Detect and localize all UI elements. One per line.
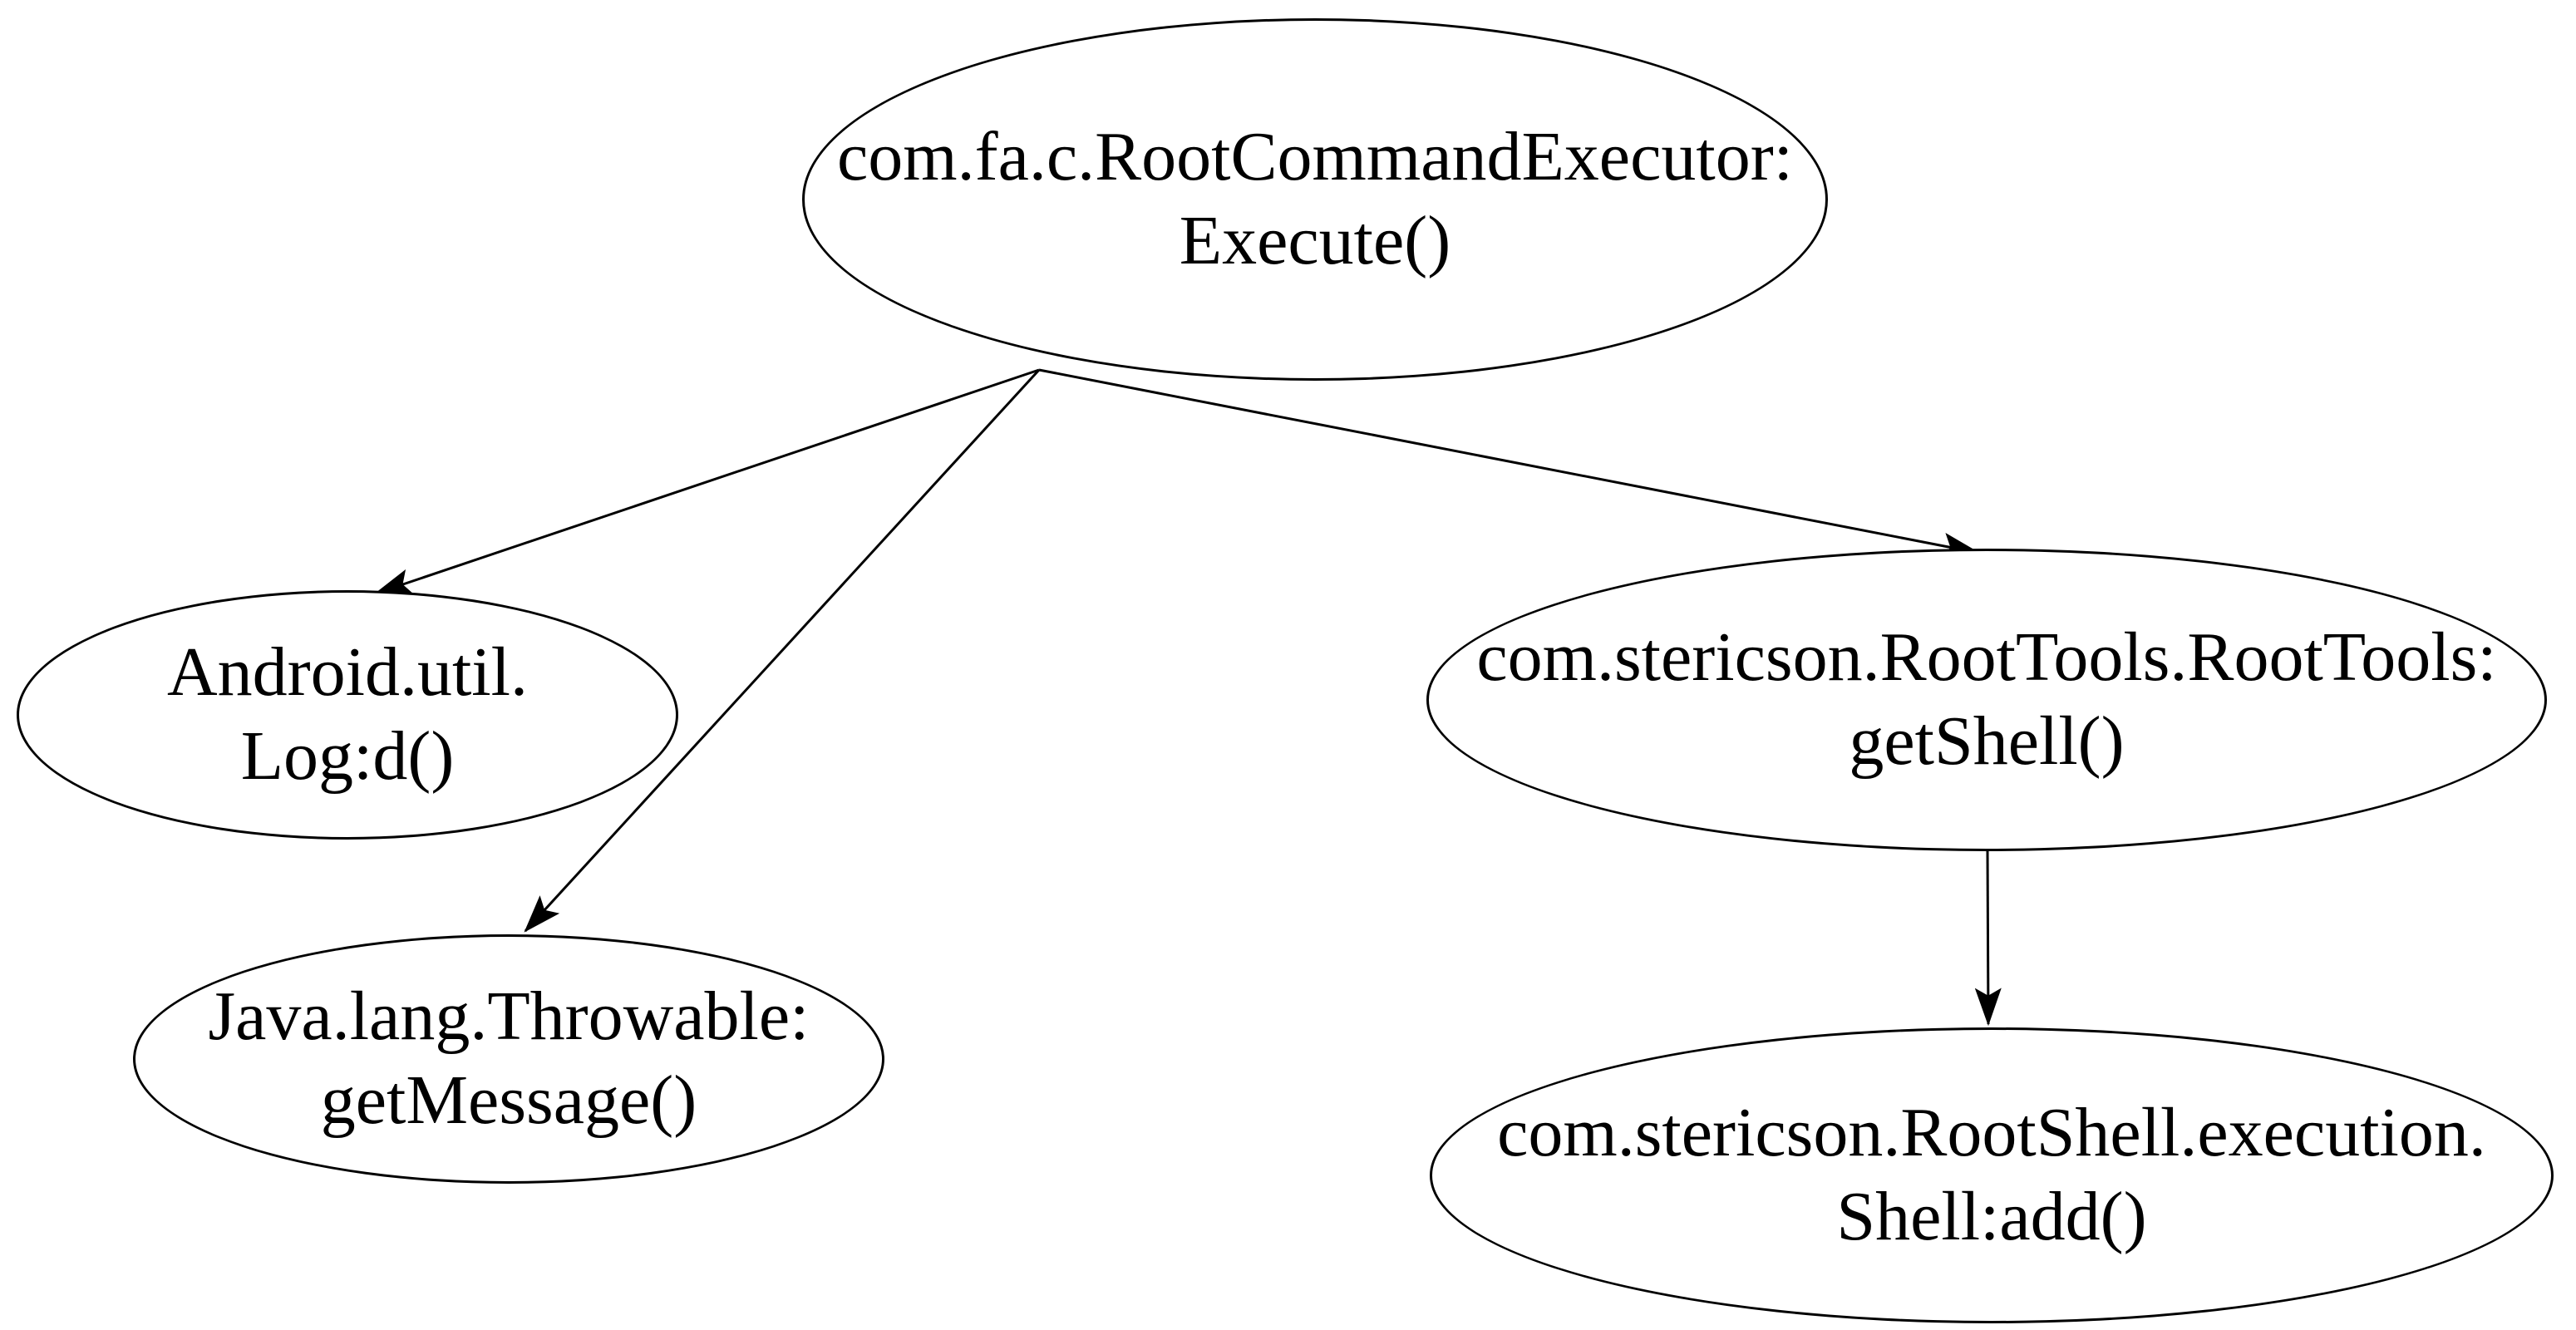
node-java-lang-throwable-method: getMessage(): [320, 1062, 697, 1139]
node-root-command-executor-label: com.fa.c.RootCommandExecutor: Execute(): [837, 116, 1793, 283]
node-rootshell-add-class: com.stericson.RootShell.execution.: [1497, 1094, 2486, 1172]
node-roottools-getshell: com.stericson.RootTools.RootTools: getSh…: [1426, 549, 2547, 851]
node-rootshell-add: com.stericson.RootShell.execution. Shell…: [1430, 1027, 2554, 1323]
node-android-util-log-class: Android.util.: [167, 633, 528, 712]
edge-execute-to-getshell: [1038, 368, 1981, 559]
node-roottools-getshell-class: com.stericson.RootTools.RootTools:: [1476, 618, 2497, 697]
node-android-util-log: Android.util. Log:d(): [17, 590, 678, 840]
node-android-util-log-label: Android.util. Log:d(): [167, 631, 528, 799]
node-root-command-executor: com.fa.c.RootCommandExecutor: Execute(): [802, 18, 1828, 381]
node-rootshell-add-method: Shell:add(): [1836, 1178, 2147, 1255]
edge-execute-to-getmessage: [524, 368, 1041, 933]
node-root-command-executor-class: com.fa.c.RootCommandExecutor:: [836, 118, 1794, 196]
edge-getshell-to-add: [1974, 849, 2002, 1027]
node-roottools-getshell-method: getShell(): [1849, 702, 2125, 780]
node-android-util-log-method: Log:d(): [240, 717, 455, 795]
node-roottools-getshell-label: com.stericson.RootTools.RootTools: getSh…: [1476, 616, 2496, 784]
node-rootshell-add-label: com.stericson.RootShell.execution. Shell…: [1497, 1091, 2486, 1259]
edge-execute-to-log: [373, 368, 1040, 595]
node-java-lang-throwable-class: Java.lang.Throwable:: [208, 978, 810, 1056]
node-java-lang-throwable: Java.lang.Throwable: getMessage(): [133, 934, 884, 1184]
node-java-lang-throwable-label: Java.lang.Throwable: getMessage(): [208, 975, 809, 1143]
node-root-command-executor-method: Execute(): [1179, 202, 1451, 279]
